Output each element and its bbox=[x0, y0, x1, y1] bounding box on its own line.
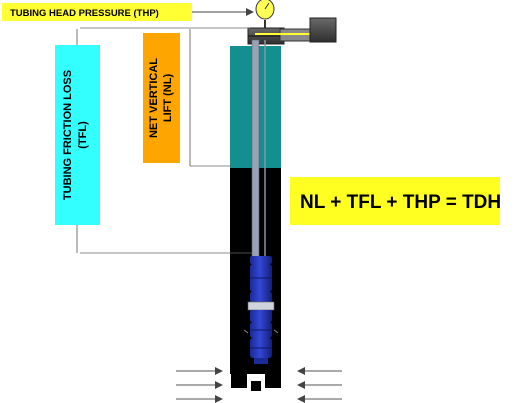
pump-intake bbox=[247, 301, 275, 311]
pressure-gauge-icon bbox=[255, 0, 275, 20]
tfl-label-line2: (TFL) bbox=[77, 121, 89, 149]
pump-stage-2 bbox=[250, 292, 272, 302]
nl-label-line1: NET VERTICAL bbox=[148, 58, 160, 138]
gauge-needle bbox=[264, 2, 270, 10]
equation-text: NL + TFL + THP = TDH bbox=[300, 192, 501, 213]
flowline-valve-icon bbox=[309, 17, 337, 43]
cable-clamp bbox=[243, 329, 249, 334]
wellbore-bottom-left bbox=[231, 374, 247, 388]
tubing-string bbox=[251, 39, 260, 261]
nl-label-line2: LIFT (NL) bbox=[162, 74, 174, 123]
thp-label: TUBING HEAD PRESSURE (THP) bbox=[10, 8, 159, 19]
tfl-label-line1: TUBING FRICTION LOSS bbox=[62, 70, 74, 200]
wellbore-bottom-center bbox=[251, 381, 261, 391]
thp-label-box bbox=[2, 3, 192, 21]
pump-head bbox=[250, 256, 272, 264]
cable-clamp bbox=[273, 329, 279, 334]
equation-box bbox=[290, 177, 500, 225]
nl-label-box bbox=[143, 33, 180, 163]
pump-base bbox=[254, 358, 268, 364]
pump-seal bbox=[250, 310, 272, 322]
tfl-label-box bbox=[55, 45, 100, 225]
wellbore-bottom-right bbox=[265, 374, 281, 388]
